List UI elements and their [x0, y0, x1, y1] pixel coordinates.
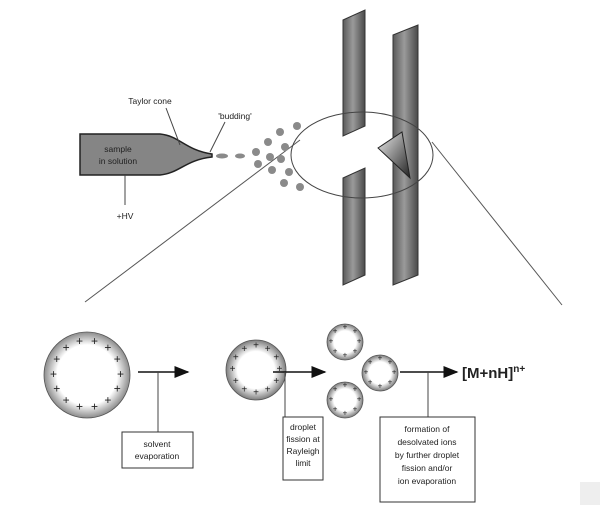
charge-mark: +: [357, 336, 362, 345]
charge-mark: +: [378, 353, 383, 362]
box-text: limit: [295, 458, 311, 468]
charge-mark: +: [91, 334, 98, 348]
zoom-ellipse: [290, 111, 434, 199]
charge-mark: +: [353, 346, 358, 355]
charge-mark: +: [343, 350, 348, 359]
ion-superscript: n+: [513, 364, 525, 375]
box-text: evaporation: [135, 451, 180, 461]
zoom-line-left: [84, 139, 301, 303]
charge-mark: +: [343, 380, 348, 389]
charge-mark: +: [333, 346, 338, 355]
budding-pointer: [209, 121, 226, 153]
charge-mark: +: [241, 384, 247, 395]
charge-mark: +: [392, 367, 397, 376]
charge-mark: +: [333, 326, 338, 335]
ion-base: [M+nH]: [462, 365, 513, 382]
sample-label-2: in solution: [99, 156, 138, 166]
box-solvent-evaporation: [121, 431, 194, 469]
charge-mark: +: [230, 364, 236, 375]
charge-mark: +: [364, 367, 369, 376]
sample-label: sample: [104, 144, 132, 154]
box-ion-formation: [379, 416, 476, 503]
spray-droplets: [252, 122, 304, 191]
charge-mark: +: [329, 394, 334, 403]
box-text: solvent: [144, 439, 172, 449]
charge-mark: +: [104, 341, 111, 355]
taylor-cone-pointer: [165, 107, 181, 146]
charge-mark: +: [276, 364, 282, 375]
charged-droplet: [225, 339, 287, 401]
charged-droplet: [361, 354, 399, 392]
charge-mark: +: [76, 334, 83, 348]
capillary: [79, 133, 213, 176]
charge-mark: +: [353, 404, 358, 413]
charged-droplet: [326, 323, 364, 361]
charged-droplet: [326, 381, 364, 419]
charge-mark: +: [241, 344, 247, 355]
charge-mark: +: [388, 357, 393, 366]
charge-mark: +: [265, 344, 271, 355]
corner-block: [580, 482, 600, 505]
charge-mark: +: [353, 384, 358, 393]
hv-label: +HV: [117, 211, 134, 221]
charge-mark: +: [253, 388, 259, 399]
charge-mark: +: [91, 399, 98, 413]
taylor-cone-label: Taylor cone: [128, 96, 172, 106]
charge-mark: +: [343, 322, 348, 331]
charge-mark: +: [253, 341, 259, 352]
charge-mark: +: [353, 326, 358, 335]
budding-label: 'budding': [218, 111, 252, 121]
charge-mark: +: [233, 352, 239, 363]
charge-mark: +: [388, 377, 393, 386]
charge-mark: +: [117, 367, 124, 381]
counter-electrode-upper: [342, 9, 366, 137]
box-droplet-fission: [282, 416, 324, 481]
charge-mark: +: [273, 376, 279, 387]
charge-mark: +: [333, 404, 338, 413]
charge-mark: +: [368, 357, 373, 366]
counter-electrode-lower: [342, 167, 366, 286]
droplet-sequence: ++++++++++++++++++++++++++++++++++++++++…: [43, 322, 399, 419]
charge-mark: +: [233, 376, 239, 387]
charge-mark: +: [114, 352, 121, 366]
sampling-cone: [377, 131, 411, 180]
box-text: by further droplet: [395, 450, 460, 460]
charge-mark: +: [104, 393, 111, 407]
charge-mark: +: [76, 399, 83, 413]
charge-mark: +: [53, 352, 60, 366]
charge-mark: +: [368, 377, 373, 386]
budding-droplets: [216, 153, 245, 159]
charge-mark: +: [114, 381, 121, 395]
box-text: ion evaporation: [398, 476, 456, 486]
box-text: Rayleigh: [286, 446, 319, 456]
charge-mark: +: [53, 381, 60, 395]
box-text: fission and/or: [402, 463, 453, 473]
zoom-line-right: [431, 141, 563, 306]
charge-mark: +: [273, 352, 279, 363]
ion-formula: [M+nH]n+: [462, 364, 525, 382]
box-text: desolvated ions: [397, 437, 456, 447]
charge-mark: +: [265, 384, 271, 395]
box-text: formation of: [405, 424, 451, 434]
charge-mark: +: [378, 381, 383, 390]
charge-mark: +: [63, 341, 70, 355]
charge-mark: +: [343, 408, 348, 417]
charge-mark: +: [333, 384, 338, 393]
charge-mark: +: [357, 394, 362, 403]
charge-mark: +: [63, 393, 70, 407]
charge-mark: +: [50, 367, 57, 381]
box-text: fission at: [286, 434, 320, 444]
charge-mark: +: [329, 336, 334, 345]
charged-droplet: [43, 331, 131, 419]
box-text: droplet: [290, 422, 317, 432]
